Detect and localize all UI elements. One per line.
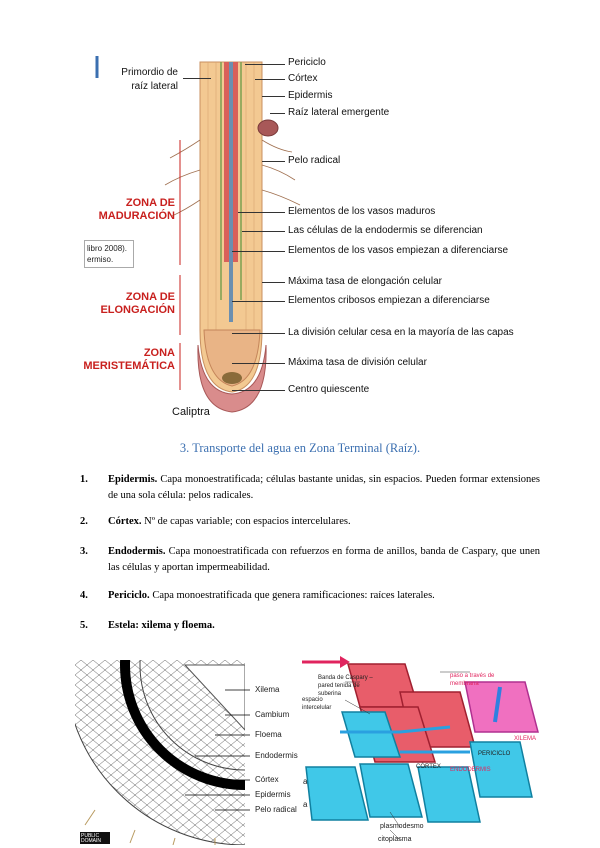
label-vasos-dif: Elementos de los vasos empiezan a difere… <box>288 245 509 256</box>
label-xilema: Xilema <box>255 685 280 694</box>
label-elongacion-max: Máxima tasa de elongación celular <box>288 276 442 287</box>
label-paso-membrana: paso a través de membrana <box>450 673 495 687</box>
list-text: Capa monoestratificada; células bastante… <box>108 474 541 501</box>
zone-elongacion: ZONA DE ELONGACIÓN <box>100 291 175 316</box>
label-epidermis: Epidermis <box>255 790 291 799</box>
label-endodermis: Endodermis <box>255 751 298 760</box>
list-term: Periciclo. <box>108 590 150 601</box>
list-text: Capa monoestratificada con refuerzos en … <box>108 546 540 573</box>
label-fragment: a <box>303 800 308 809</box>
list-number: 4. <box>80 590 88 601</box>
list-term: Epidermis. <box>108 474 158 485</box>
label-periciclo: Periciclo <box>288 57 326 68</box>
list-item: 5. Estela: xilema y floema. <box>80 618 540 634</box>
label-division-cesa: La división celular cesa en la mayoría d… <box>288 327 514 338</box>
label-cortex: Córtex <box>288 73 318 84</box>
list-term: Córtex. <box>108 516 142 527</box>
label-endodermis: ENDODERMIS <box>450 767 491 773</box>
label-pelo-radical: Pelo radical <box>255 805 297 814</box>
side-note: libro 2008). ermiso. <box>84 240 134 268</box>
list-text: Nº de capas variable; con espacios inter… <box>144 516 351 527</box>
label-plasmodesmo: plasmodesmo <box>380 823 424 830</box>
zone-meristematica: ZONA MERISTEMÁTICA <box>83 347 175 372</box>
list-number: 2. <box>80 516 88 527</box>
list-term: Endodermis. <box>108 546 166 557</box>
label-citoplasma: citoplasma <box>378 836 412 843</box>
list-number: 5. <box>80 620 88 631</box>
public-domain-badge: PUBLIC DOMAIN <box>81 833 101 844</box>
list-number: 1. <box>80 474 88 485</box>
label-endodermis-dif: Las células de la endodermis se diferenc… <box>288 225 483 236</box>
zone-maduracion: ZONA DE MADURACIÓN <box>98 197 175 222</box>
label-centro-quiescente: Centro quiescente <box>288 384 370 395</box>
root-illustration <box>95 56 301 413</box>
label-vasos-maduros: Elementos de los vasos maduros <box>288 206 436 217</box>
label-xilema: XILEMA <box>514 736 537 742</box>
label-epidermis: Epidermis <box>288 90 333 101</box>
endodermis-3d-diagram: Banda de Caspary – pared tenida de suber… <box>300 652 545 847</box>
label-primordio: Primordio de raíz lateral <box>121 67 178 92</box>
label-periciclo: PERICICLO <box>478 751 511 757</box>
label-raiz-lateral: Raíz lateral emergente <box>288 107 390 118</box>
list-number: 3. <box>80 546 88 557</box>
label-caliptra: Caliptra <box>172 406 210 418</box>
cross-section-diagram: Xilema Cambium Floema Endodermis Córtex … <box>75 660 325 845</box>
list-item: 1. Epidermis. Capa monoestratificada; cé… <box>80 472 540 504</box>
label-espacio-intercelular: espacio intercelular <box>302 697 332 711</box>
list-text: Capa monoestratificada que genera ramifi… <box>152 590 435 601</box>
list-term: Estela: xilema y floema. <box>108 620 215 631</box>
label-cambium: Cambium <box>255 710 290 719</box>
list-item: 4. Periciclo. Capa monoestratificada que… <box>80 588 540 604</box>
list-item: 3. Endodermis. Capa monoestratificada co… <box>80 544 540 576</box>
section-caption: 3. Transporte del agua en Zona Terminal … <box>179 441 421 455</box>
label-cribosos: Elementos cribosos empiezan a diferencia… <box>288 295 490 306</box>
endodermis-illustration <box>302 656 539 841</box>
root-diagram: Periciclo Córtex Epidermis Raíz lateral … <box>83 56 514 418</box>
cross-section-illustration <box>75 660 250 845</box>
list-item: 2. Córtex. Nº de capas variable; con esp… <box>80 514 540 530</box>
label-banda-caspary: Banda de Caspary – pared tenida de suber… <box>318 675 373 697</box>
label-division-max: Máxima tasa de división celular <box>288 357 427 368</box>
label-cortex: CÓRTEX <box>416 764 441 770</box>
label-cortex: Córtex <box>255 775 279 784</box>
label-pelo-radical: Pelo radical <box>288 155 341 166</box>
label-floema: Floema <box>255 730 282 739</box>
